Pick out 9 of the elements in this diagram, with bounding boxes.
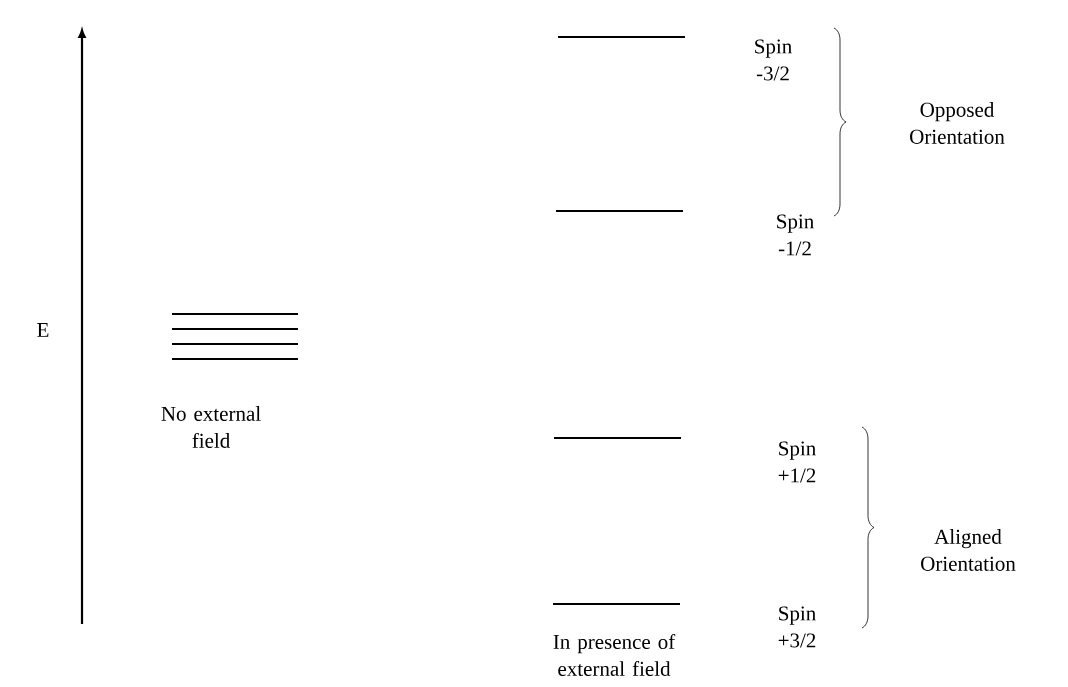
text-label: In presence of external field [553,634,676,676]
text-label: E [37,323,49,337]
text-label: Spin +3/2 [778,606,816,648]
text-label: Aligned Orientation [921,529,1016,571]
text-label: Opposed Orientation [910,102,1005,144]
text-label: Spin +1/2 [778,441,816,483]
text-label: Spin -3/2 [755,39,792,81]
text-label: Spin -1/2 [777,214,814,256]
text-label: No external field [161,406,261,448]
